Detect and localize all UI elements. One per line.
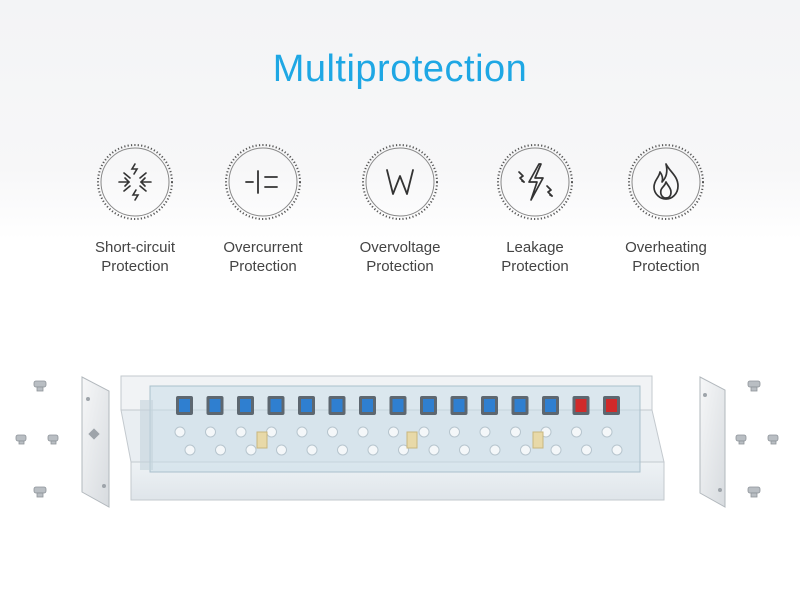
usb-port-tongue <box>423 399 434 412</box>
usb-port-tongue <box>606 399 617 412</box>
overcurrent-icon <box>225 144 301 220</box>
capacitor <box>388 426 399 438</box>
product-exploded-view <box>0 360 800 530</box>
capacitor <box>581 444 592 456</box>
short-circuit-icon <box>97 144 173 220</box>
capacitor <box>398 444 409 456</box>
usb-port-tongue <box>270 399 282 412</box>
screw-icon <box>15 380 59 498</box>
feature-label-line1: Leakage <box>506 239 564 256</box>
usb-port-tongue <box>575 399 587 412</box>
capacitor <box>337 444 348 456</box>
capacitor <box>357 426 369 438</box>
usb-port-row <box>176 396 620 415</box>
usb-port-tongue <box>545 399 556 412</box>
capacitor <box>611 444 623 456</box>
usb-port-tongue <box>453 399 465 412</box>
feature-row: Short-circuit Protection Overcurrent Pro… <box>0 142 800 282</box>
feature-label-line2: Protection <box>501 258 569 275</box>
capacitor <box>306 444 318 456</box>
capacitor <box>235 426 247 438</box>
capacitor <box>327 426 338 438</box>
feature-label-line1: Overcurrent <box>223 239 303 256</box>
usb-port-tongue <box>331 399 343 412</box>
feature-short-circuit: Short-circuit Protection <box>65 142 205 276</box>
feature-overcurrent: Overcurrent Protection <box>193 142 333 276</box>
usb-port-tongue <box>362 399 373 412</box>
capacitor <box>245 444 257 456</box>
overheating-icon <box>628 144 704 220</box>
capacitor <box>459 444 470 456</box>
feature-overheating: Overheating Protection <box>596 142 736 276</box>
capacitor <box>489 444 501 456</box>
feature-label-line2: Protection <box>366 258 434 275</box>
capacitor <box>520 444 531 456</box>
feature-overvoltage: Overvoltage Protection <box>330 142 470 276</box>
overvoltage-icon <box>362 144 438 220</box>
usb-port-tongue <box>484 399 495 412</box>
feature-label-line1: Overvoltage <box>359 239 441 256</box>
capacitor <box>296 426 308 438</box>
usb-hub-illustration <box>15 375 779 508</box>
capacitor <box>571 426 582 438</box>
capacitor <box>550 444 562 456</box>
feature-label-line1: Overheating <box>625 239 707 256</box>
usb-port-tongue <box>209 399 221 412</box>
page-title: Multiprotection <box>272 48 528 90</box>
capacitor <box>184 444 196 456</box>
feature-leakage: Leakage Protection <box>465 142 605 276</box>
usb-port-tongue <box>392 399 404 412</box>
header-background <box>0 0 800 240</box>
feature-label-line2: Protection <box>101 258 169 275</box>
capacitor <box>449 426 460 438</box>
capacitor <box>601 426 613 438</box>
capacitor <box>266 426 277 438</box>
capacitor <box>276 444 287 456</box>
leakage-icon <box>497 144 573 220</box>
inductor <box>256 431 268 449</box>
feature-label-line1: Short-circuit <box>94 239 176 256</box>
capacitor <box>174 426 186 438</box>
usb-port-tongue <box>240 399 251 412</box>
capacitor <box>479 426 491 438</box>
end-plate-left <box>81 376 110 508</box>
capacitor <box>510 426 521 438</box>
screw-icon <box>735 380 779 498</box>
usb-port-tongue <box>301 399 312 412</box>
capacitor <box>367 444 379 456</box>
capacitor <box>215 444 226 456</box>
end-plate-right <box>699 376 726 508</box>
feature-label-line2: Protection <box>632 258 700 275</box>
usb-port-tongue <box>179 399 190 412</box>
capacitor <box>205 426 216 438</box>
inductor <box>532 431 544 449</box>
capacitor <box>418 426 430 438</box>
inductor <box>406 431 418 449</box>
board-components <box>174 426 623 456</box>
feature-label-line2: Protection <box>229 258 297 275</box>
capacitor <box>428 444 440 456</box>
usb-port-tongue <box>514 399 526 412</box>
